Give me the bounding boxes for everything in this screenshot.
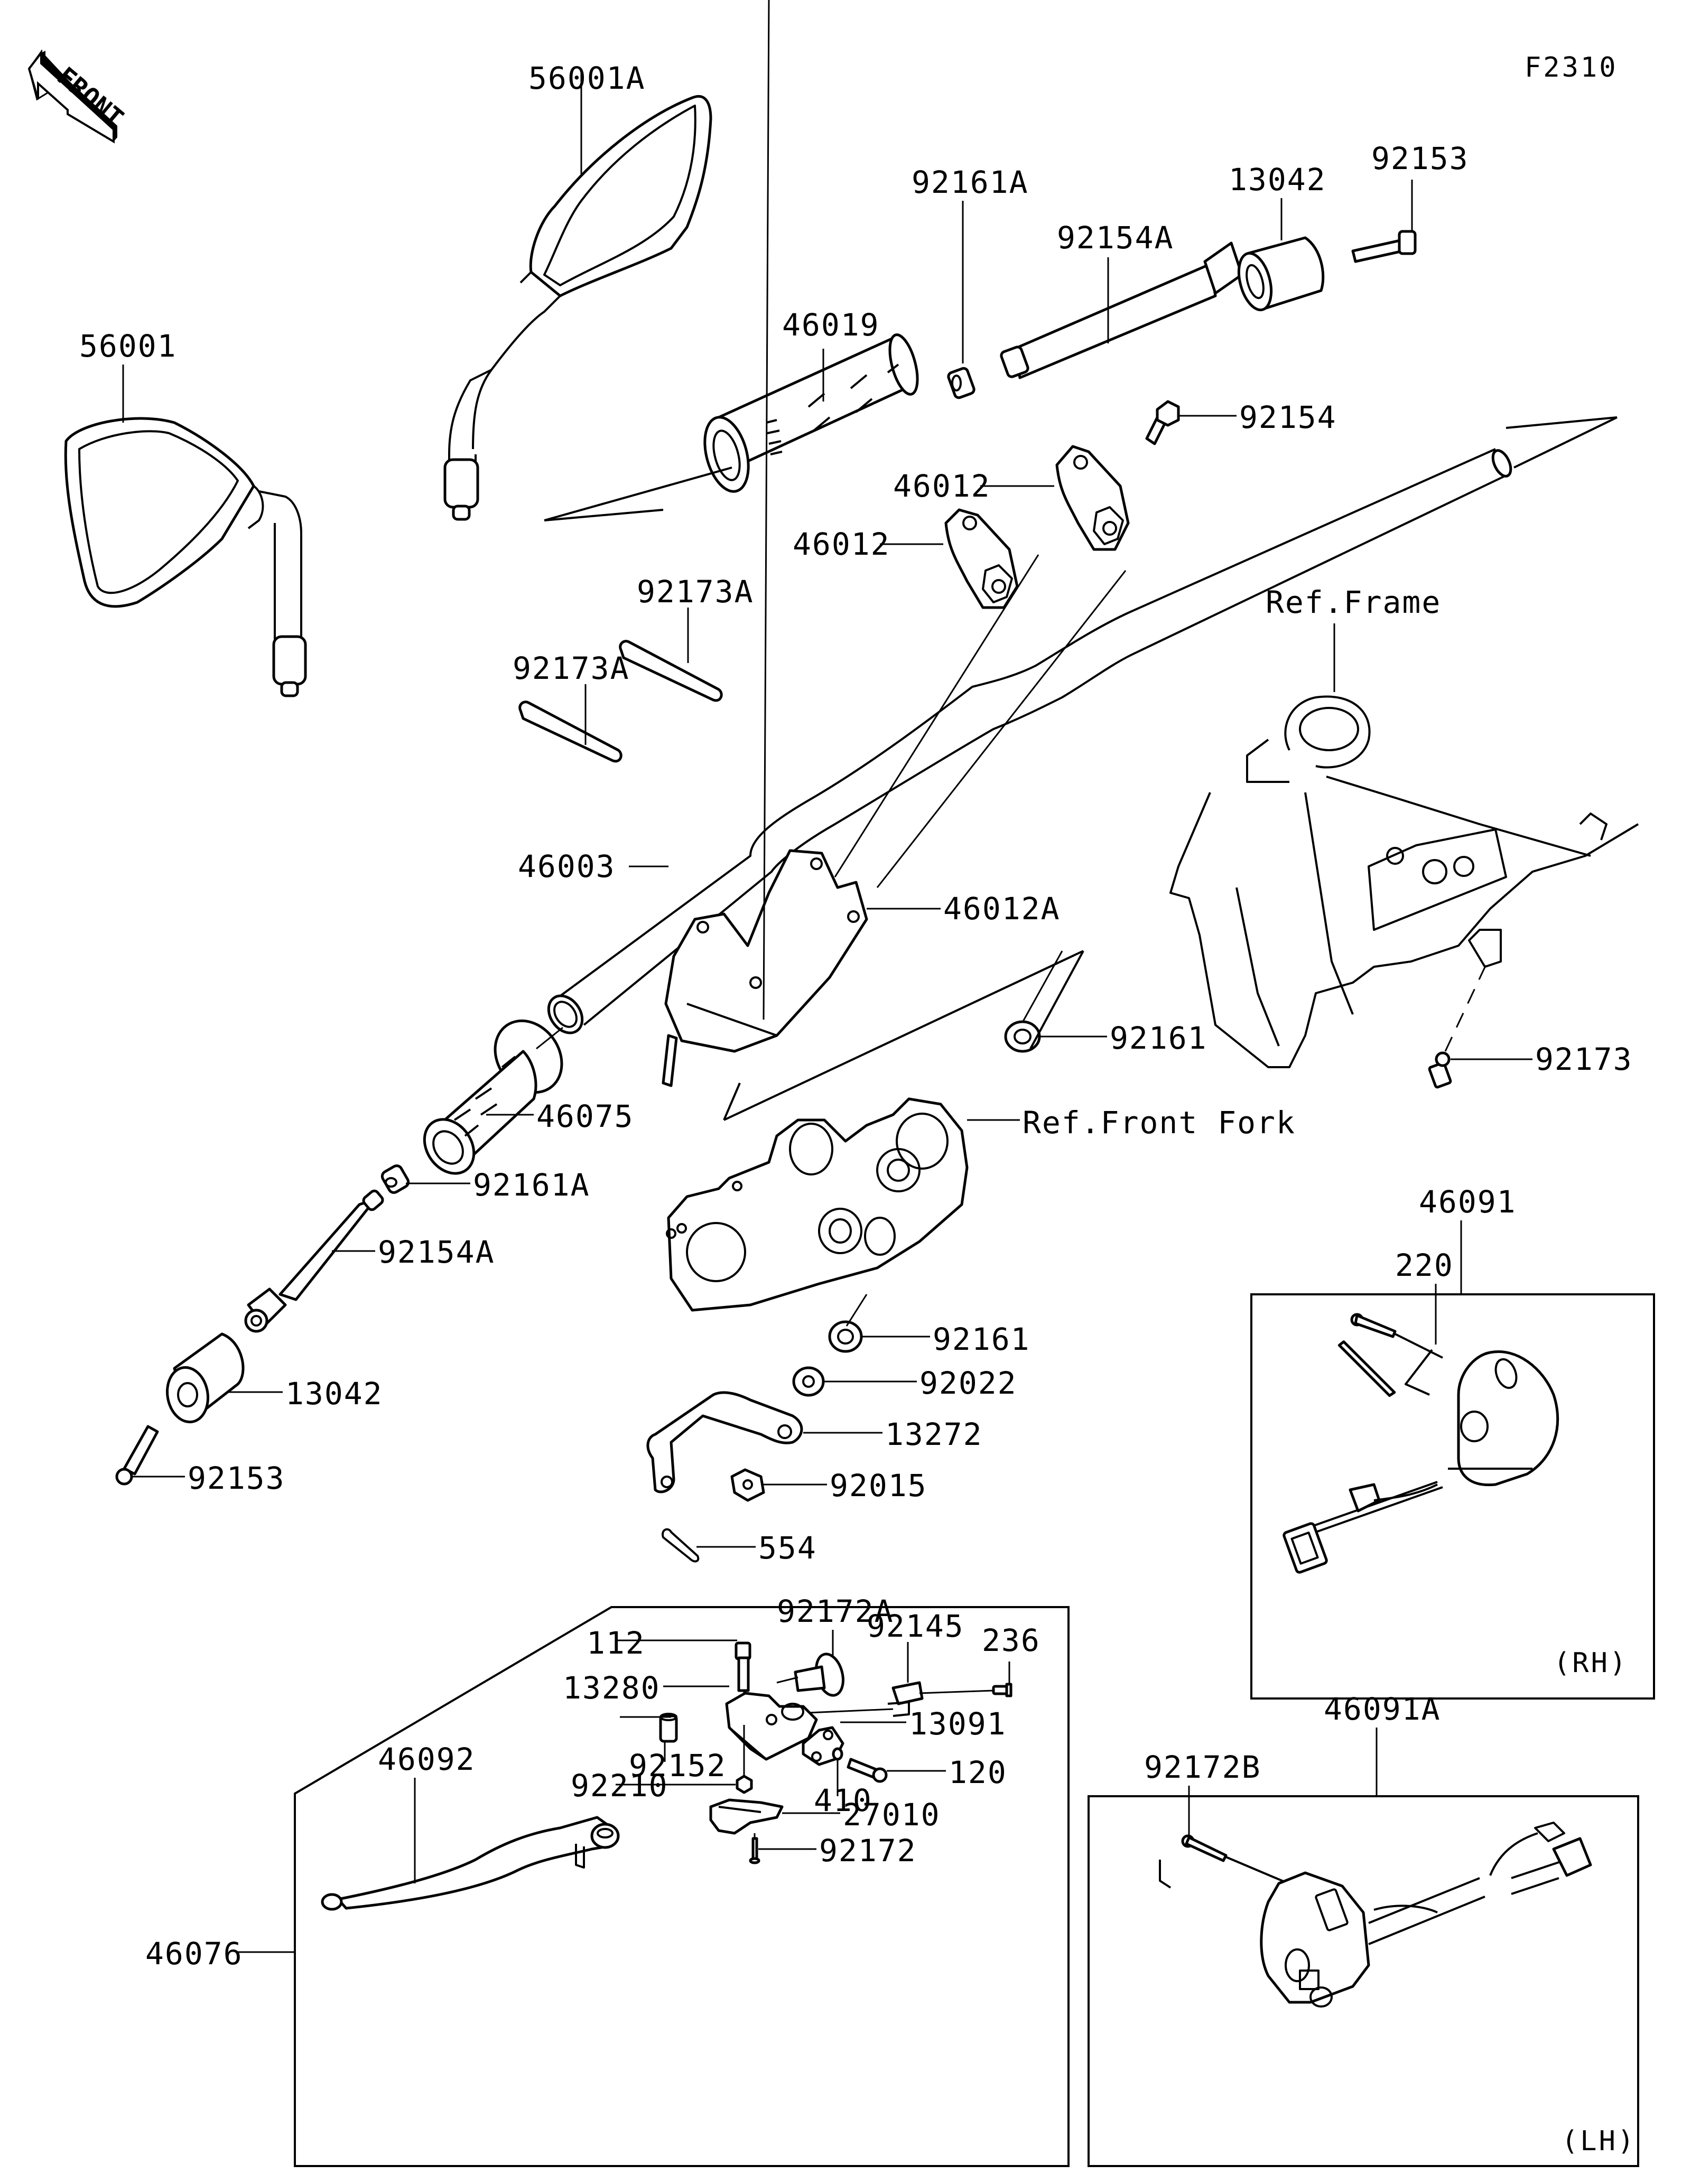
label-rh-tag: (RH) — [1554, 1647, 1628, 1679]
clip — [662, 1528, 700, 1563]
label-mirror-left: 56001 — [79, 328, 177, 364]
label-switch-lh-assy: 46091A — [1324, 1691, 1441, 1727]
label-grip-left: 46075 — [536, 1098, 634, 1134]
label-bolt-end-right: 92153 — [1371, 141, 1469, 176]
label-lh-tag: (LH) — [1562, 2125, 1636, 2157]
label-lever: 46092 — [378, 1741, 476, 1777]
label-screw-rh: 220 — [1395, 1247, 1454, 1283]
label-fork-ref: Ref.Front Fork — [1023, 1105, 1296, 1141]
bolt-clamp — [1145, 400, 1180, 445]
switch-rh — [1283, 1333, 1559, 1574]
damper-top — [1004, 1020, 1041, 1053]
label-grip-right: 46019 — [782, 307, 880, 343]
screw-lh — [1181, 1834, 1228, 1862]
adjuster — [794, 1653, 844, 1697]
screw-rh — [1337, 1313, 1397, 1397]
bolt-long-right — [1000, 241, 1243, 379]
pin-frame — [1428, 1051, 1452, 1089]
label-frame-ref: Ref.Frame — [1266, 584, 1441, 620]
label-bolt-112: 112 — [587, 1625, 645, 1661]
label-screw-lh: 92172B — [1144, 1749, 1261, 1785]
clamp-lower — [662, 849, 868, 1087]
label-washer: 92022 — [919, 1365, 1017, 1401]
front-arrow-icon: FRONT — [27, 49, 129, 144]
switch-lh — [1159, 1822, 1592, 2008]
clutch-lever-box — [294, 1606, 1070, 2167]
bolt-120 — [847, 1758, 888, 1783]
figure-code: F2310 — [1525, 52, 1618, 83]
label-clutch-lever-assy: 46076 — [145, 1936, 243, 1972]
label-clamp-lower: 46012A — [943, 891, 1061, 927]
bolt-end-left — [115, 1425, 159, 1486]
label-nut-92210: 92210 — [571, 1768, 668, 1804]
bolt-long-left — [244, 1189, 384, 1333]
clamp-upper-1 — [1055, 445, 1130, 551]
screw-236 — [992, 1683, 1012, 1697]
label-bracket: 13272 — [885, 1416, 983, 1452]
frame-reference — [1169, 695, 1639, 1068]
lever — [321, 1816, 620, 1911]
pin-1 — [619, 640, 723, 702]
label-bolt-long-left: 92154A — [378, 1234, 495, 1270]
label-bolt-end-left: 92153 — [188, 1460, 285, 1496]
switch-lh-box — [1088, 1795, 1639, 2167]
nut — [730, 1468, 765, 1502]
label-damper-bottom: 92161 — [933, 1321, 1030, 1357]
switch-rh-box — [1250, 1293, 1655, 1700]
label-mirror-right: 56001A — [528, 60, 646, 96]
screw-92172 — [749, 1837, 760, 1864]
label-spring-92145: 92145 — [867, 1608, 964, 1644]
pin-2 — [518, 701, 622, 763]
label-screw-92172: 92172 — [819, 1833, 917, 1869]
label-switch-rh-assy: 46091 — [1419, 1184, 1517, 1220]
switch-27010 — [709, 1798, 784, 1835]
label-screw-236: 236 — [982, 1622, 1040, 1658]
label-pin-frame: 92173 — [1535, 1041, 1633, 1077]
washer — [792, 1366, 825, 1397]
label-clamp-upper-2: 46012 — [793, 526, 890, 562]
label-nut: 92015 — [830, 1468, 927, 1504]
label-adjuster: 92172A — [777, 1593, 894, 1629]
label-bar-end-weight-left: 13042 — [285, 1376, 383, 1412]
grip-left — [423, 1019, 563, 1175]
label-bar-end-weight-right: 13042 — [1229, 162, 1326, 198]
label-bush: 92152 — [629, 1748, 727, 1784]
label-collar-right: 92161A — [912, 164, 1029, 200]
label-pin-1: 92173A — [637, 574, 754, 610]
label-switch-27010: 27010 — [843, 1797, 941, 1833]
bolt-112 — [735, 1641, 751, 1692]
collar-left — [380, 1164, 410, 1194]
damper-bottom — [828, 1320, 863, 1353]
clamp-upper-2 — [944, 508, 1019, 609]
label-damper-top: 92161 — [1110, 1020, 1207, 1056]
spring-92145 — [887, 1681, 924, 1717]
bar-end-weight-right — [1237, 236, 1325, 312]
mirror-left — [64, 417, 307, 697]
washer-410 — [832, 1747, 843, 1761]
bolt-end-right — [1351, 230, 1417, 263]
label-pin-2: 92173A — [513, 650, 630, 686]
label-bolt-120: 120 — [949, 1754, 1007, 1790]
label-collar-left: 92161A — [473, 1167, 590, 1203]
bush — [659, 1713, 678, 1743]
label-holder: 13280 — [563, 1670, 661, 1706]
label-clamp-13091: 13091 — [909, 1706, 1007, 1742]
label-bolt-long-right: 92154A — [1057, 220, 1174, 256]
label-clip: 554 — [758, 1530, 817, 1566]
nut-92210 — [736, 1775, 753, 1794]
grip-right — [703, 333, 919, 493]
label-handlebar: 46003 — [518, 848, 616, 884]
fork-top-bridge — [666, 1097, 969, 1312]
collar-right — [947, 367, 975, 399]
label-bolt-clamp: 92154 — [1239, 399, 1337, 435]
mirror-right — [443, 95, 712, 521]
bar-end-weight-left — [166, 1332, 245, 1424]
holder — [725, 1692, 818, 1761]
bracket — [646, 1391, 803, 1494]
label-clamp-upper-1: 46012 — [893, 468, 991, 504]
